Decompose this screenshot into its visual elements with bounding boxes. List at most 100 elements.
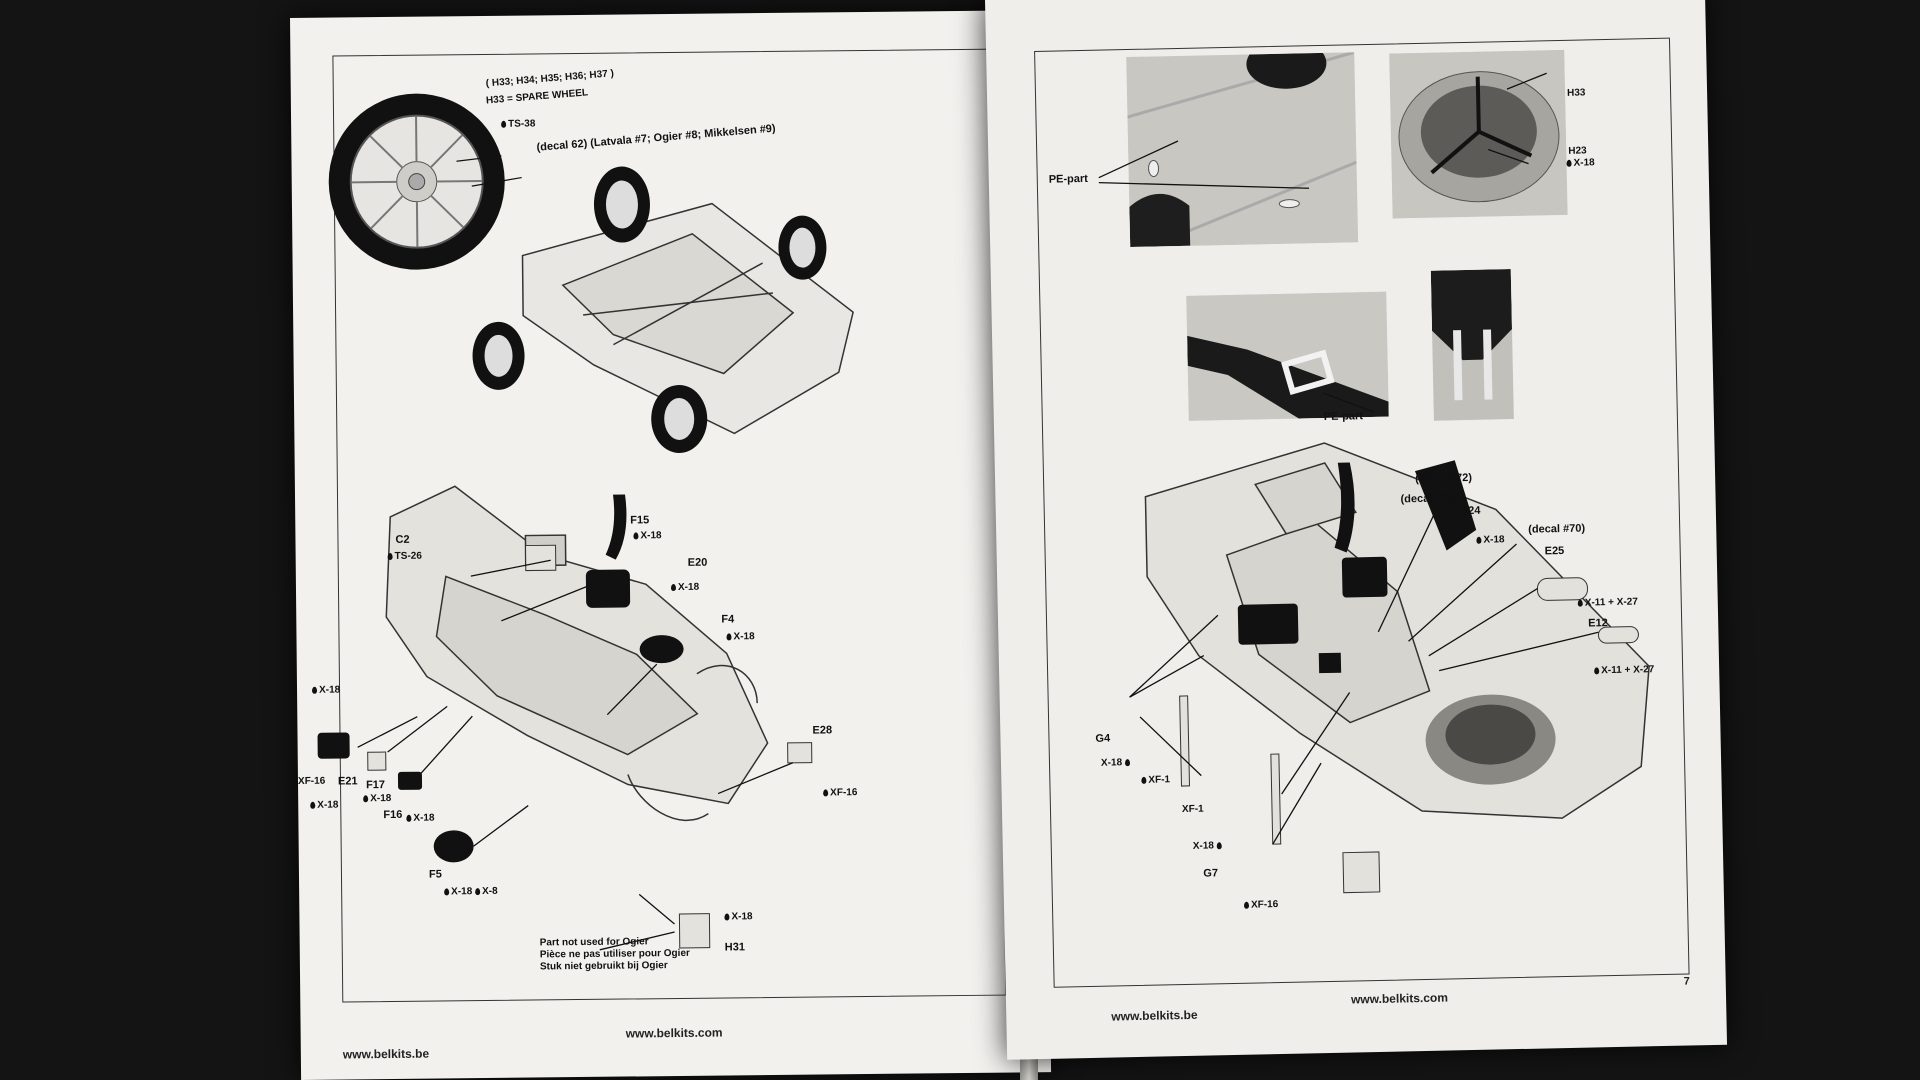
paint-code: X-11 + X-27 <box>1601 664 1655 677</box>
part-e24-label: E24 <box>1460 504 1481 518</box>
part-g7-paint-3: XF-16 <box>1243 899 1279 911</box>
paint-drop-icon <box>1216 842 1222 850</box>
paint-code: TS-38 <box>508 118 536 130</box>
part-f15-paint: X-18 <box>633 530 662 542</box>
part-e25-label: E25 <box>1544 544 1565 558</box>
part-e21-paint-bottom: X-18 <box>310 800 338 811</box>
footer-url-be[interactable]: www.belkits.be <box>1111 1007 1198 1024</box>
paint-code: X-18 <box>451 886 473 898</box>
part-f4-paint: X-18 <box>726 631 755 643</box>
part-e25-paint: X-11 + X-27 <box>1577 596 1638 609</box>
paint-code: XF-16 <box>1250 899 1279 911</box>
photo2-drawing <box>1389 49 1568 219</box>
page-number-7: 7 <box>1683 975 1690 988</box>
paint-code: TS-26 <box>394 550 422 562</box>
part-e21-paint-top: X-18 <box>312 685 340 696</box>
floor-pan-drawing <box>385 485 769 821</box>
paint-drop-icon <box>406 814 412 822</box>
left-leader-lines <box>357 559 794 951</box>
paint-code: XF-16 <box>830 787 858 799</box>
paint-code: X-18 <box>1100 757 1123 769</box>
photo-pe-part-underbody <box>1126 52 1359 248</box>
ogier-note-en: Part not used for Ogier <box>539 936 649 949</box>
paint-drop-icon <box>387 552 393 561</box>
part-e28-paint: XF-16 <box>823 787 857 798</box>
part-e12-label: E12 <box>1588 617 1608 630</box>
photo4-drawing <box>1430 269 1514 421</box>
paint-drop-icon <box>1566 159 1572 167</box>
paint-drop-icon <box>312 686 318 694</box>
photo3-pe-part-label: PE-part <box>1323 410 1364 423</box>
paint-code: X-18 <box>318 684 341 696</box>
chassis-wheels <box>472 166 827 453</box>
left-page-drawings <box>317 93 854 951</box>
right-leader-lines <box>1129 510 1599 845</box>
paint-drop-icon <box>633 532 639 540</box>
part-f5-label: F5 <box>428 868 442 881</box>
part-f15-label: F15 <box>630 514 650 527</box>
interior-floor-drawing <box>1144 442 1650 819</box>
photo3-drawing <box>1186 291 1389 421</box>
ogier-note-nl: Stuk niet gebruikt bij Ogier <box>539 960 668 973</box>
photo2-h33-label: H33 <box>1566 87 1586 99</box>
part-c2-paint: TS-26 <box>387 550 422 562</box>
right-page: PE-part H33 H23 X-18 PE-part (decal #72)… <box>985 0 1728 1060</box>
paint-code: X-18 <box>1573 157 1595 169</box>
photo-pe-part-bracket <box>1186 291 1389 421</box>
photo1-pe-part-label: PE-part <box>1048 172 1089 186</box>
paint-code: X-18 <box>413 812 435 824</box>
paint-code: XF-1 <box>1148 774 1171 786</box>
part-f17-label: F17 <box>365 779 386 792</box>
paint-code: X-18 <box>1192 840 1215 852</box>
paint-drop-icon <box>501 120 507 128</box>
part-g7-paint-2: X-18 <box>1193 840 1224 852</box>
chassis-underside-drawing <box>521 202 854 435</box>
left-page: ( H33; H34; H35; H36; H37 ) H33 = SPARE … <box>290 10 1052 1080</box>
right-page-drawings <box>1098 72 1650 894</box>
part-f16-paint: X-18 <box>406 812 435 824</box>
paint-code: X-11 + X-27 <box>1584 596 1638 609</box>
part-e20-label: E20 <box>687 556 708 569</box>
paint-drop-icon <box>475 888 481 896</box>
footer-url-com[interactable]: www.belkits.com <box>625 1025 723 1041</box>
part-g4-label: G4 <box>1095 732 1111 745</box>
part-h31-label: H31 <box>724 941 746 954</box>
paint-drop-icon <box>724 913 730 921</box>
part-f5-paint: X-18 X-8 <box>444 886 498 898</box>
photo2-paint: X-18 <box>1566 157 1595 169</box>
photo2-h23-label: H23 <box>1568 145 1587 157</box>
paint-code: X-8 <box>482 885 498 898</box>
part-f16-label: F16 <box>383 808 403 822</box>
decal-72-label: (decal #72) <box>1415 471 1473 486</box>
paint-drop-icon <box>1577 599 1583 607</box>
paint-drop-icon <box>1476 536 1482 544</box>
spare-wheel-drawing <box>328 93 505 270</box>
part-e24-paint: X-18 <box>1476 534 1505 546</box>
footer-url-com[interactable]: www.belkits.com <box>1350 990 1449 1007</box>
part-e20-paint: X-18 <box>670 582 699 593</box>
paint-drop-icon <box>670 583 677 592</box>
paint-drop-icon <box>726 633 732 641</box>
paint-code: X-18 <box>1483 534 1505 546</box>
paint-ts38-label: TS-38 <box>501 118 536 130</box>
decal-74-label: (decal #74) <box>1400 492 1458 506</box>
part-h31-paint: X-18 <box>724 911 753 922</box>
photo-leader-lines <box>1098 72 1547 413</box>
paint-code: X-18 <box>733 631 755 643</box>
paint-drop-icon <box>823 789 829 797</box>
part-g4-paint-1: X-18 <box>1101 757 1132 769</box>
paint-drop-icon <box>363 795 369 803</box>
paint-code: X-18 <box>640 530 662 542</box>
part-e12-paint: X-11 + X-27 <box>1594 664 1654 676</box>
part-g7-paint-1: XF-1 <box>1181 803 1204 816</box>
ogier-note-fr: Pièce ne pas utiliser pour Ogier <box>539 947 690 961</box>
footer-url-be[interactable]: www.belkits.be <box>342 1046 430 1062</box>
paint-drop-icon <box>1594 667 1600 675</box>
paint-drop-icon <box>310 801 316 809</box>
photo1-drawing <box>1126 52 1359 248</box>
part-c2-label: C2 <box>395 533 410 546</box>
part-f17-paint: X-18 <box>363 793 391 804</box>
photo-bracket-closeup <box>1430 269 1514 421</box>
paint-drop-icon <box>1141 776 1147 784</box>
